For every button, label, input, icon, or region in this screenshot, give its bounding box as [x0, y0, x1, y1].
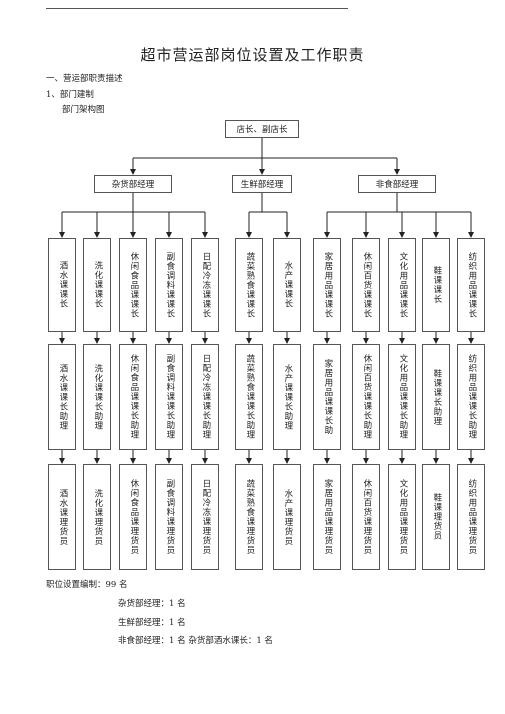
section-chief-box: 休闲百货课课长	[352, 238, 380, 332]
assistant-box: 酒水课课长助理	[48, 344, 76, 450]
assistant-box: 蔬菜熟食课课长助理	[235, 344, 263, 450]
section-chief-box-label: 休闲百货课课长	[361, 251, 372, 319]
staff-box-label: 洗化课理货员	[92, 488, 103, 546]
staff-box: 日配冷冻课理货员	[191, 464, 219, 570]
assistant-box-label: 副食调料课课长助理	[164, 354, 175, 440]
header-rule	[46, 8, 348, 9]
manager-box: 非食部经理	[358, 175, 436, 193]
assistant-box: 鞋课课长助理	[422, 344, 450, 450]
staff-box-label: 休闲百货课理货员	[361, 479, 372, 555]
staffing-line: 非食部经理：1 名 杂货部酒水课长：1 名	[118, 636, 273, 646]
section-chief-box: 蔬菜熟食课课长	[235, 238, 263, 332]
section-chief-box-label: 文化用品课课长	[397, 251, 408, 319]
staff-box-label: 水产课理货员	[282, 488, 293, 546]
staff-box: 蔬菜熟食课理货员	[235, 464, 263, 570]
staff-box-label: 酒水课理货员	[57, 488, 68, 546]
staff-box-label: 副食调料课理货员	[164, 479, 175, 555]
staff-box-label: 日配冷冻课理货员	[200, 479, 211, 555]
assistant-box: 日配冷冻课课长助理	[191, 344, 219, 450]
section-chief-box-label: 水产课课长	[282, 261, 293, 309]
section-chief-box: 纺织用品课课长	[457, 238, 485, 332]
staff-box: 纺织用品课理货员	[457, 464, 485, 570]
section-chief-box-label: 酒水课课长	[57, 261, 68, 309]
assistant-box-label: 蔬菜熟食课课长助理	[244, 354, 255, 440]
staff-box: 水产课理货员	[273, 464, 301, 570]
assistant-box-label: 洗化课课长助理	[92, 363, 103, 431]
assistant-box: 文化用品课课长助理	[388, 344, 416, 450]
assistant-box-label: 休闲食品课课长助理	[128, 354, 139, 440]
subsection-heading: 1、部门建制	[46, 90, 94, 100]
assistant-box: 洗化课课长助理	[83, 344, 111, 450]
staffing-line: 生鲜部经理：1 名	[118, 618, 186, 628]
staff-box: 家居用品课理货员	[313, 464, 341, 570]
staffing-total: 职位设置编制：99 名	[46, 580, 128, 590]
staff-box-label: 蔬菜熟食课理货员	[244, 479, 255, 555]
assistant-box: 纺织用品课课长助理	[457, 344, 485, 450]
assistant-box-label: 日配冷冻课课长助理	[200, 354, 211, 440]
staff-box: 鞋课理货员	[422, 464, 450, 570]
manager-box: 生鲜部经理	[232, 175, 292, 193]
assistant-box-label: 文化用品课课长助理	[397, 354, 408, 440]
section-chief-box: 鞋课课长	[422, 238, 450, 332]
section-chief-box-label: 纺织用品课课长	[466, 251, 477, 319]
section-chief-box: 洗化课课长	[83, 238, 111, 332]
staff-box-label: 家居用品课理货员	[322, 479, 333, 555]
assistant-box-label: 纺织用品课课长助理	[466, 354, 477, 440]
section-chief-box-label: 副食调料课课长	[164, 251, 175, 319]
staff-box-label: 纺织用品课理货员	[466, 479, 477, 555]
section-heading: 一、营运部职责描述	[46, 74, 123, 84]
manager-box: 杂货部经理	[94, 175, 172, 193]
section-chief-box: 休闲食品课课长	[119, 238, 147, 332]
section-chief-box-label: 休闲食品课课长	[128, 251, 139, 319]
section-chief-box: 副食调料课课长	[155, 238, 183, 332]
assistant-box-label: 水产课课长助理	[282, 363, 293, 431]
section-chief-box-label: 家居用品课课长	[322, 251, 333, 319]
section-chief-box-label: 蔬菜熟食课课长	[244, 251, 255, 319]
staff-box-label: 休闲食品课理货员	[128, 479, 139, 555]
staff-box: 酒水课理货员	[48, 464, 76, 570]
section-chief-box: 文化用品课课长	[388, 238, 416, 332]
section-chief-box-label: 洗化课课长	[92, 261, 103, 309]
page-title: 超市营运部岗位设置及工作职责	[140, 46, 365, 64]
staff-box: 文化用品课理货员	[388, 464, 416, 570]
assistant-box-label: 休闲百货课课长助理	[361, 354, 372, 440]
assistant-box-label: 家居用品课课长助	[322, 359, 333, 435]
staff-box: 洗化课理货员	[83, 464, 111, 570]
org-root-box: 店长、副店长	[225, 120, 299, 138]
assistant-box: 休闲食品课课长助理	[119, 344, 147, 450]
section-chief-box: 酒水课课长	[48, 238, 76, 332]
staff-box: 休闲百货课理货员	[352, 464, 380, 570]
assistant-box: 副食调料课课长助理	[155, 344, 183, 450]
staff-box: 休闲食品课理货员	[119, 464, 147, 570]
assistant-box: 水产课课长助理	[273, 344, 301, 450]
section-chief-box: 家居用品课课长	[313, 238, 341, 332]
assistant-box-label: 鞋课课长助理	[431, 368, 442, 426]
assistant-box: 家居用品课课长助	[313, 344, 341, 450]
staff-box-label: 鞋课理货员	[431, 493, 442, 541]
assistant-box-label: 酒水课课长助理	[57, 363, 68, 431]
section-chief-box: 水产课课长	[273, 238, 301, 332]
org-chart-caption: 部门架构图	[62, 105, 105, 115]
staff-box-label: 文化用品课理货员	[397, 479, 408, 555]
section-chief-box: 日配冷冻课课长	[191, 238, 219, 332]
staffing-line: 杂货部经理：1 名	[118, 599, 186, 609]
assistant-box: 休闲百货课课长助理	[352, 344, 380, 450]
section-chief-box-label: 日配冷冻课课长	[200, 251, 211, 319]
section-chief-box-label: 鞋课课长	[431, 266, 442, 304]
staff-box: 副食调料课理货员	[155, 464, 183, 570]
